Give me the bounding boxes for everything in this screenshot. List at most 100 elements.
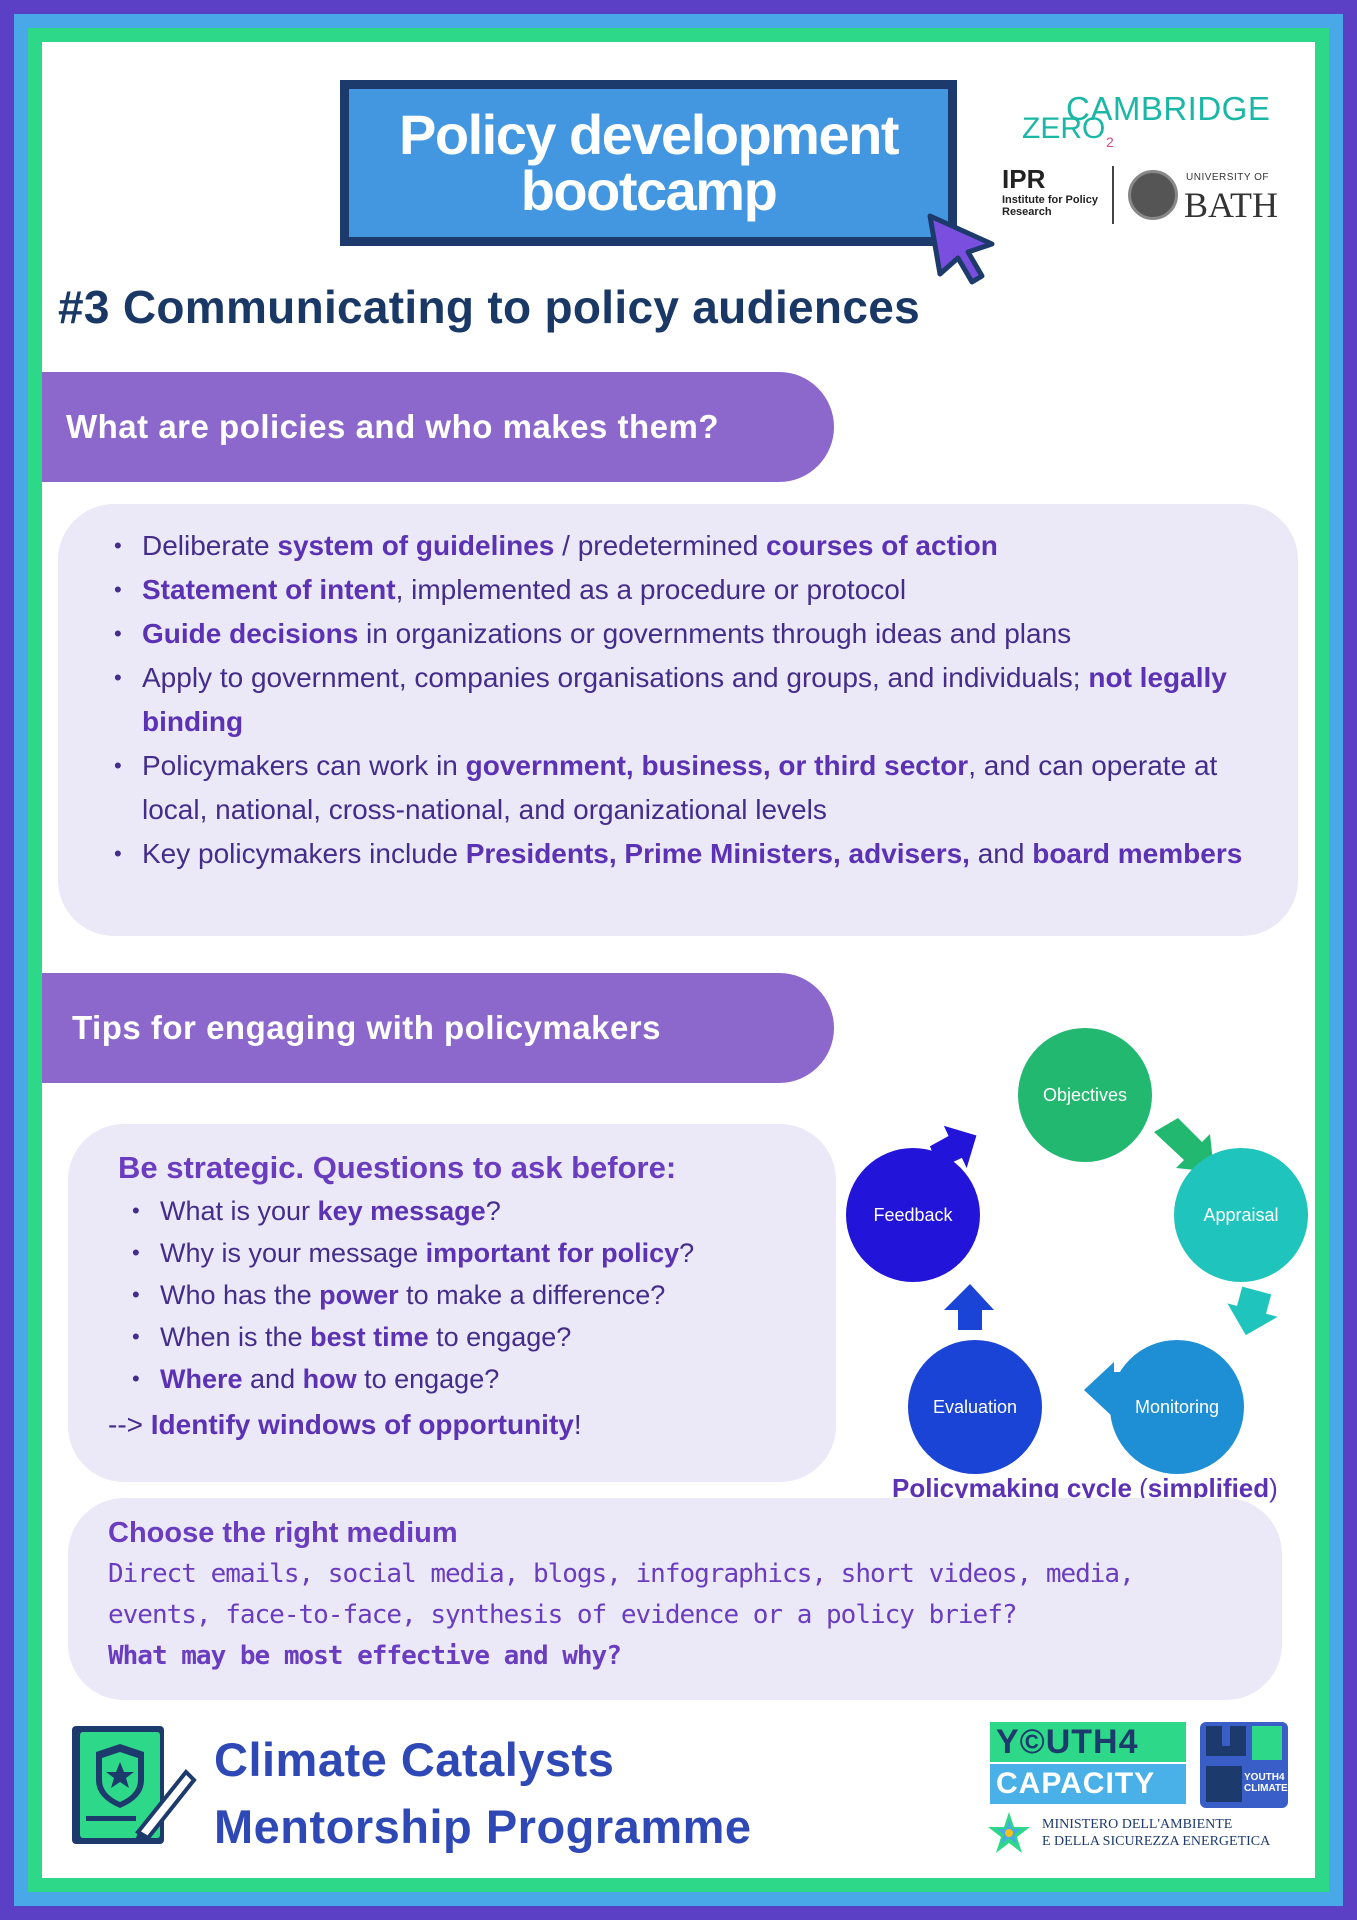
text: Deliberate [142,530,278,561]
node-label: Monitoring [1134,1396,1220,1417]
medium-question: What may be most effective and why? [108,1641,622,1671]
logo-divider [1112,166,1114,224]
node-label: Feedback [873,1204,953,1225]
text: Apply to government, companies organisat… [142,662,1089,693]
ministero-line1: MINISTERO DELL'AMBIENTE [1042,1817,1233,1832]
caption-part: ) [1269,1473,1278,1503]
policy-cycle-diagram: Objectives Appraisal Monitoring Evaluati… [822,972,1312,1512]
text: / predetermined [554,530,767,561]
medium-heading: Choose the right medium [108,1517,458,1549]
y4-mark-icon [1206,1726,1282,1802]
windows-bold: Identify windows of opportunity [150,1409,574,1440]
bold-text: Presidents, Prime Ministers, advisers, [465,838,970,869]
bold-text: not legally binding [142,662,1227,737]
node-label: Evaluation [932,1396,1018,1417]
list-item: When is the best time to engage? [132,1316,816,1358]
mentorship-badge-icon [72,1726,197,1844]
section-header-policies: What are policies and who makes them? [42,372,834,482]
cambridge-text: CAMBRIDGE [1066,90,1271,127]
medium-line1: Direct emails, social media, blogs, info… [108,1559,1135,1589]
text: What is your [160,1196,318,1226]
list-item: Where and how to engage? [132,1358,816,1400]
bath-name: BATH [1184,185,1279,225]
y4c-top: Y©UTH4 [990,1722,1186,1762]
windows-prefix: --> [108,1409,151,1440]
text: , and can operate at local, national, cr… [142,750,1218,825]
bold-text: Guide decisions [142,618,359,649]
cycle-node-evaluation: Evaluation [908,1340,1042,1474]
youth4capacity-logo: Y©UTH4 CAPACITY [990,1722,1190,1808]
cycle-node-objectives: Objectives [1018,1028,1152,1162]
ipr-name: Institute for Policy Research [1002,194,1098,218]
bath-seal-icon [1128,170,1178,220]
node-label: Objectives [1042,1084,1128,1105]
bold-text: important for policy [425,1238,680,1268]
medium-line2: events, face-to-face, synthesis of evide… [108,1600,1018,1630]
text: and [242,1364,303,1394]
ministero-logo: MINISTERO DELL'AMBIENTE E DELLA SICUREZZ… [986,1810,1296,1854]
bold-text: Statement of intent [142,574,396,605]
windows-line: --> Identify windows of opportunity! [108,1402,816,1448]
list-item: Why is your message important for policy… [132,1232,816,1274]
bold-text: government, business, or third sector [465,750,969,781]
list-item: Deliberate system of guidelines / predet… [114,524,1258,568]
title-box: Policy development bootcamp [340,80,957,246]
ministero-line2: E DELLA SICUREZZA ENERGETICA [1042,1834,1271,1849]
section-header-tips: Tips for engaging with policymakers [42,973,834,1083]
bold-text: Where [160,1364,243,1394]
list-item: Statement of intent, implemented as a pr… [114,568,1258,612]
list-item: Who has the power to make a difference? [132,1274,816,1316]
bath-university-of: UNIVERSITY OF [1186,172,1269,183]
text: ? [679,1238,695,1268]
text: in organizations or governments through … [358,618,1072,649]
cycle-node-feedback: Feedback [846,1148,980,1282]
bold-text: board members [1032,838,1243,869]
text: to make a difference? [398,1280,666,1310]
text: Key policymakers include [142,838,466,869]
list-item: What is your key message? [132,1190,816,1232]
strategic-heading: Be strategic. Questions to ask before: [118,1150,677,1185]
y4c-badge-text: YOUTH4 CLIMATE [1244,1772,1288,1794]
programme-line2: Mentorship Programme [214,1800,752,1853]
bold-text: power [319,1280,399,1310]
arrow-evaluation-feedback [944,1284,994,1330]
page-title: #3 Communicating to policy audiences [58,281,920,333]
bold-text: how [302,1364,357,1394]
programme-line1: Climate Catalysts [214,1733,615,1786]
strategic-panel: Be strategic. Questions to ask before: W… [68,1124,836,1482]
cursor-icon [927,213,995,285]
arrow-appraisal-monitoring [1227,1286,1278,1336]
medium-panel: Choose the right medium Direct emails, s… [68,1498,1282,1700]
list-item: Apply to government, companies organisat… [114,656,1258,744]
zero-subscript: 2 [1106,134,1114,150]
list-item: Policymakers can work in government, bus… [114,744,1258,832]
windows-suffix: ! [573,1409,582,1440]
y4c-bottom: CAPACITY [990,1764,1186,1804]
text: to engage? [428,1322,572,1352]
youth4climate-badge: YOUTH4 CLIMATE [1200,1722,1288,1808]
infographic-page: Policy development bootcamp CAMBRIDGE ZE… [42,42,1315,1878]
text: Why is your message [160,1238,426,1268]
policies-panel: Deliberate system of guidelines / predet… [58,504,1298,936]
text: Who has the [160,1280,320,1310]
node-label: Appraisal [1203,1204,1279,1225]
ipr-bath-logo: IPR Institute for Policy Research UNIVER… [1002,164,1302,226]
cycle-node-monitoring: Monitoring [1110,1340,1244,1474]
ipr-abbr: IPR [1002,164,1046,194]
bold-text: best time [310,1322,429,1352]
text: , implemented as a procedure or protocol [395,574,907,605]
text: ? [485,1196,501,1226]
caption-part: ( [1131,1473,1148,1503]
text: and [969,838,1033,869]
title-line1: Policy development [399,103,899,166]
bold-text: system of guidelines [277,530,555,561]
policies-list: Deliberate system of guidelines / predet… [114,524,1258,876]
cambridge-zero-logo: CAMBRIDGE ZERO 2 [1022,90,1302,160]
programme-title: Climate Catalysts Mentorship Programme [214,1726,752,1860]
arrow-objectives-appraisal [1154,1118,1214,1172]
text: to engage? [356,1364,500,1394]
ministero-star-icon [988,1812,1030,1853]
ministero-text: MINISTERO DELL'AMBIENTE E DELLA SICUREZZ… [1042,1816,1270,1850]
cycle-node-appraisal: Appraisal [1174,1148,1308,1282]
questions-list: What is your key message?Why is your mes… [132,1190,816,1400]
